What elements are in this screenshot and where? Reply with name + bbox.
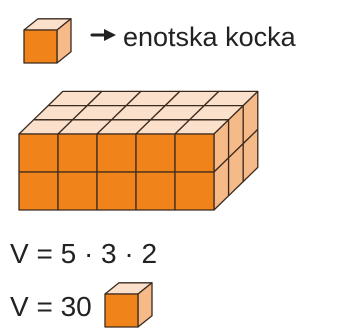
front-cell [135, 171, 176, 211]
volume-formula: V = 5 · 3 · 2 [10, 238, 157, 269]
front-cell [18, 171, 59, 211]
legend-label: enotska kocka [123, 22, 297, 52]
front-cell [18, 133, 59, 173]
front-cell [96, 171, 137, 211]
result-unit-cube [104, 282, 153, 328]
front-cell [57, 133, 98, 173]
side-cell [242, 128, 259, 183]
cube-front-face [104, 293, 139, 328]
legend-unit-cube [23, 18, 72, 64]
front-cell [96, 133, 137, 173]
volume-result: V = 30 [10, 291, 92, 322]
front-cell [174, 171, 215, 211]
front-cell [174, 133, 215, 173]
unit-cube-prism [18, 90, 259, 211]
arrow-right-icon [90, 29, 116, 41]
front-cell [57, 171, 98, 211]
cube-front-face [23, 29, 58, 64]
front-cell [135, 133, 176, 173]
